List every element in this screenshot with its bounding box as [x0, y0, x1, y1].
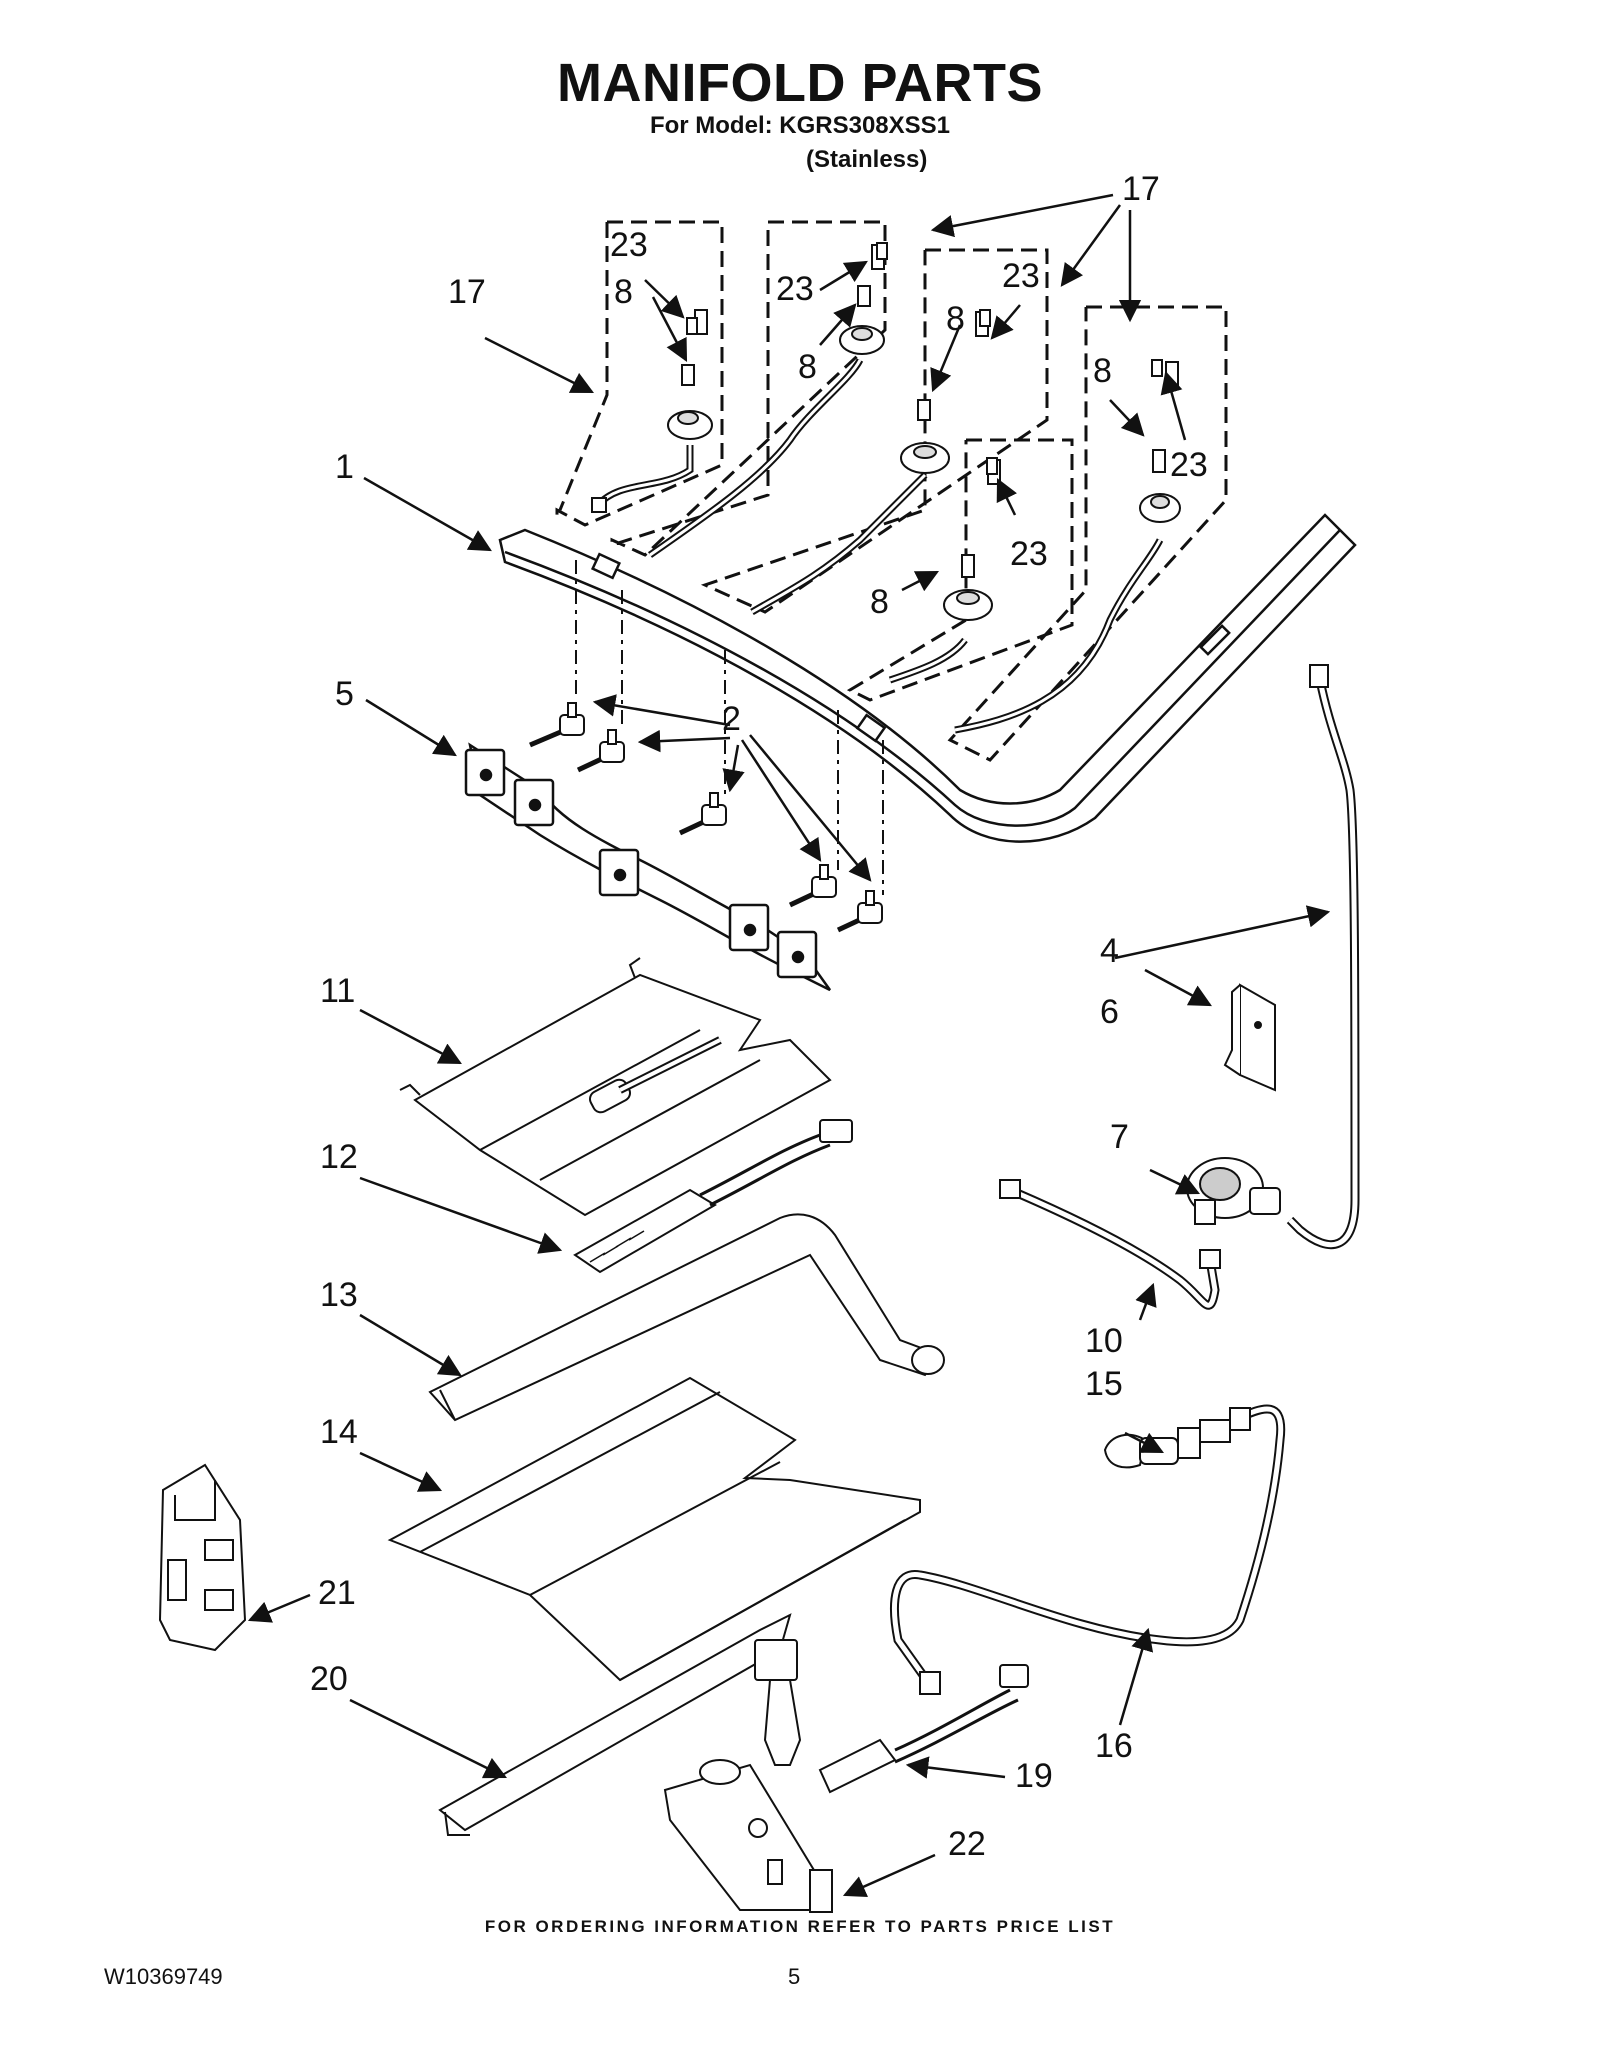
burner-valve-1 [591, 309, 713, 513]
callout-21: 21 [318, 1574, 356, 1612]
valve-mounting-bracket [464, 742, 832, 992]
gas-tube-16 [890, 1404, 1286, 1695]
callout-11: 11 [320, 972, 355, 1010]
callout-8: 8 [614, 273, 633, 311]
leader-arrows [247, 193, 1331, 1898]
gas-tube-10 [999, 1179, 1221, 1310]
callout-2: 2 [722, 700, 741, 738]
burner-tube-13 [428, 1213, 945, 1422]
burner-valve-5 [954, 361, 1181, 734]
callout-17: 17 [448, 273, 486, 311]
callout-23: 23 [1170, 446, 1208, 484]
page-title: MANIFOLD PARTS [557, 53, 1043, 113]
callout-16: 16 [1095, 1727, 1133, 1765]
spark-module-21 [158, 1463, 247, 1652]
callout-23: 23 [1010, 535, 1048, 573]
callout-4: 4 [1100, 932, 1119, 970]
callout-8: 8 [798, 348, 817, 386]
document-number: W10369749 [104, 1964, 223, 1989]
gas-tube-4 [1286, 664, 1360, 1250]
callout-14: 14 [320, 1413, 358, 1451]
burner-valves [529, 702, 883, 933]
callout-20: 20 [310, 1660, 348, 1698]
callout-7: 7 [1110, 1118, 1129, 1156]
regulator-7 [1186, 1157, 1281, 1225]
model-variant: (Stainless) [806, 146, 928, 173]
screws [686, 242, 1163, 475]
callout-17: 17 [1122, 170, 1160, 208]
callout-8: 8 [1093, 352, 1112, 390]
manifold-rail [498, 513, 1357, 843]
callout-5: 5 [335, 675, 354, 713]
callout-8: 8 [870, 583, 889, 621]
reflector-14 [387, 1376, 921, 1682]
callout-12: 12 [320, 1138, 358, 1176]
callout-8: 8 [946, 300, 965, 338]
callout-10: 10 [1085, 1322, 1123, 1360]
callout-13: 13 [320, 1276, 358, 1314]
heat-shield-11 [399, 957, 832, 1217]
callout-22: 22 [948, 1825, 986, 1863]
model-line: For Model: KGRS308XSS1 [649, 112, 951, 139]
callout-23: 23 [1002, 257, 1040, 295]
ordering-note: FOR ORDERING INFORMATION REFER TO PARTS … [484, 1917, 1116, 1936]
callout-6: 6 [1100, 993, 1119, 1031]
burner-valve-3 [750, 311, 989, 616]
callout-19: 19 [1015, 1757, 1053, 1795]
callout-23: 23 [610, 226, 648, 264]
valve-22 [663, 1759, 833, 1913]
callout-23: 23 [776, 270, 814, 308]
shutoff-valve-15 [1103, 1419, 1231, 1469]
bracket-6 [1223, 983, 1276, 1092]
callout-15: 15 [1085, 1365, 1123, 1403]
callout-1: 1 [335, 448, 354, 486]
page-number: 5 [788, 1964, 801, 1989]
igniter-12 [573, 1119, 853, 1274]
burner-assembly-boxes [555, 220, 1228, 762]
igniter-19 [818, 1664, 1029, 1794]
broil-burner-20 [438, 1613, 802, 1836]
